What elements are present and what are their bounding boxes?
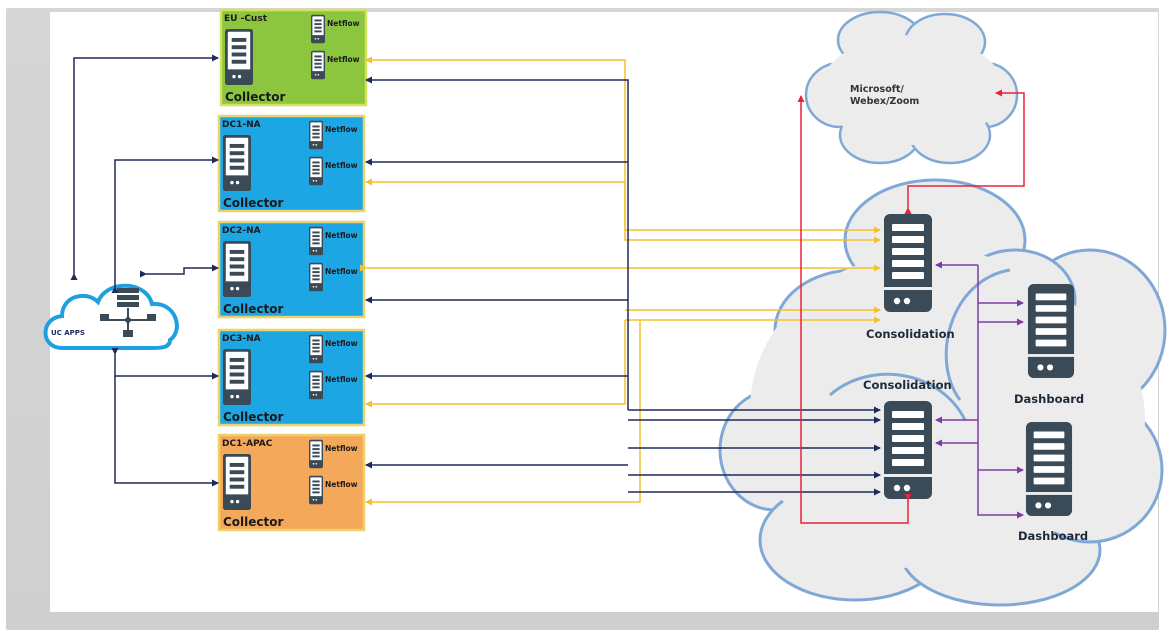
saas-cloud: Microsoft/ Webex/Zoom [804, 10, 1019, 165]
collector-label: Collector [225, 90, 286, 104]
server-icon [223, 135, 251, 191]
netflow-server-icon [309, 156, 323, 186]
dashboard-server-2: Dashboard [1018, 421, 1088, 543]
netflow-server-icon [309, 120, 323, 150]
server-icon [223, 349, 251, 405]
uc-apps-cloud-icon [43, 283, 179, 350]
netflow-label: Netflow [327, 55, 360, 64]
saas-cloud-label-line2: Webex/Zoom [850, 96, 919, 107]
dashboard-server-1: Dashboard [1014, 283, 1084, 406]
netflow-server-icon [309, 439, 323, 469]
netflow-label: Netflow [325, 444, 358, 453]
netflow-label: Netflow [325, 231, 358, 240]
processing-cloud [718, 178, 1167, 607]
collector-site-label: DC1-APAC [222, 439, 273, 449]
collector-site-label: DC3-NA [222, 334, 261, 344]
netflow-label: Netflow [325, 375, 358, 384]
consolidation-to-dashboard-links [935, 261, 1024, 519]
consolidation-label-1: Consolidation [866, 327, 955, 341]
collector-label: Collector [223, 302, 284, 316]
server-icon [1025, 421, 1073, 517]
collector-label: Collector [223, 410, 284, 424]
collector-site-label: DC1-NA [222, 120, 261, 130]
netflow-server-icon [309, 370, 323, 400]
collector-label: Collector [223, 196, 284, 210]
netflow-label: Netflow [325, 267, 358, 276]
saas-cloud-label-line1: Microsoft/ [850, 84, 904, 95]
server-icon [884, 214, 932, 312]
netflow-label: Netflow [325, 339, 358, 348]
netflow-server-icon [309, 262, 323, 292]
server-icon [884, 401, 932, 499]
netflow-server-icon [311, 50, 325, 80]
uc-apps-label: UC APPS [51, 329, 85, 337]
netflow-server-icon [309, 475, 323, 505]
consolidation-label-2: Consolidation [863, 378, 952, 392]
netflow-label: Netflow [325, 125, 358, 134]
server-icon [223, 454, 251, 510]
netflow-label: Netflow [325, 480, 358, 489]
server-icon [225, 29, 253, 85]
server-icon [223, 241, 251, 297]
netflow-label: Netflow [327, 19, 360, 28]
netflow-server-icon [309, 226, 323, 256]
server-icon [1027, 283, 1075, 379]
collectors-to-consolidation-yellow-links [360, 56, 881, 506]
uc-to-collectors-links [70, 54, 219, 487]
netflow-server-icon [311, 14, 325, 44]
uc-apps-cloud: UC APPS [43, 283, 179, 350]
collector-site-label: DC2-NA [222, 226, 261, 236]
netflow-server-icon [309, 334, 323, 364]
netflow-label: Netflow [325, 161, 358, 170]
dashboard-label-2: Dashboard [1018, 529, 1088, 543]
saas-red-links [797, 89, 1025, 524]
dashboard-label-1: Dashboard [1014, 392, 1084, 406]
collector-label: Collector [223, 515, 284, 529]
collector-site-label: EU -Cust [224, 14, 268, 24]
